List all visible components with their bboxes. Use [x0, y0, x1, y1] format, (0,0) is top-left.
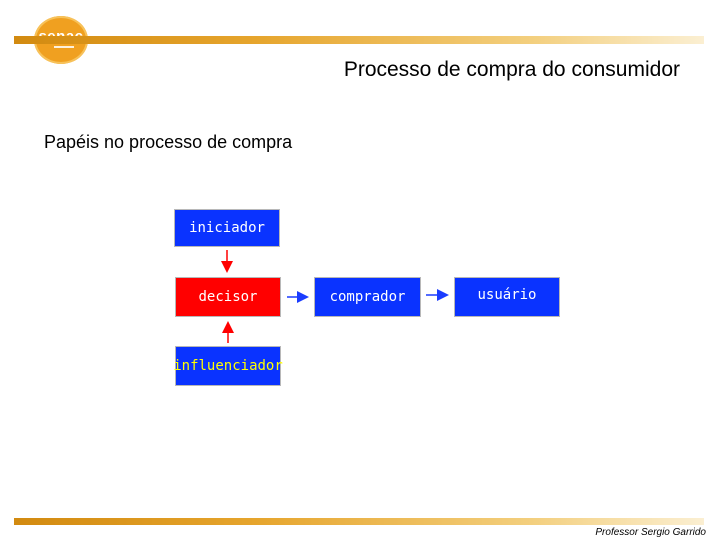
node-comprador: comprador	[314, 277, 421, 317]
node-iniciador-label: iniciador	[189, 220, 265, 236]
footer-credit: Professor Sergio Garrido	[595, 527, 706, 538]
node-usuario-label: usuário	[477, 287, 537, 303]
header-bar	[14, 36, 704, 44]
footer-bar	[14, 518, 704, 525]
node-iniciador: iniciador	[174, 209, 280, 247]
node-comprador-label: comprador	[329, 289, 406, 305]
node-usuario: usuário	[454, 277, 560, 317]
node-influenciador: influenciador	[173, 346, 283, 386]
node-decisor: decisor	[175, 277, 281, 317]
section-subtitle: Papéis no processo de compra	[44, 132, 293, 152]
node-decisor-label: decisor	[198, 289, 258, 305]
page-title: Processo de compra do consumidor	[343, 58, 680, 81]
node-influenciador-label: influenciador	[173, 358, 283, 374]
logo-underline	[54, 46, 74, 48]
